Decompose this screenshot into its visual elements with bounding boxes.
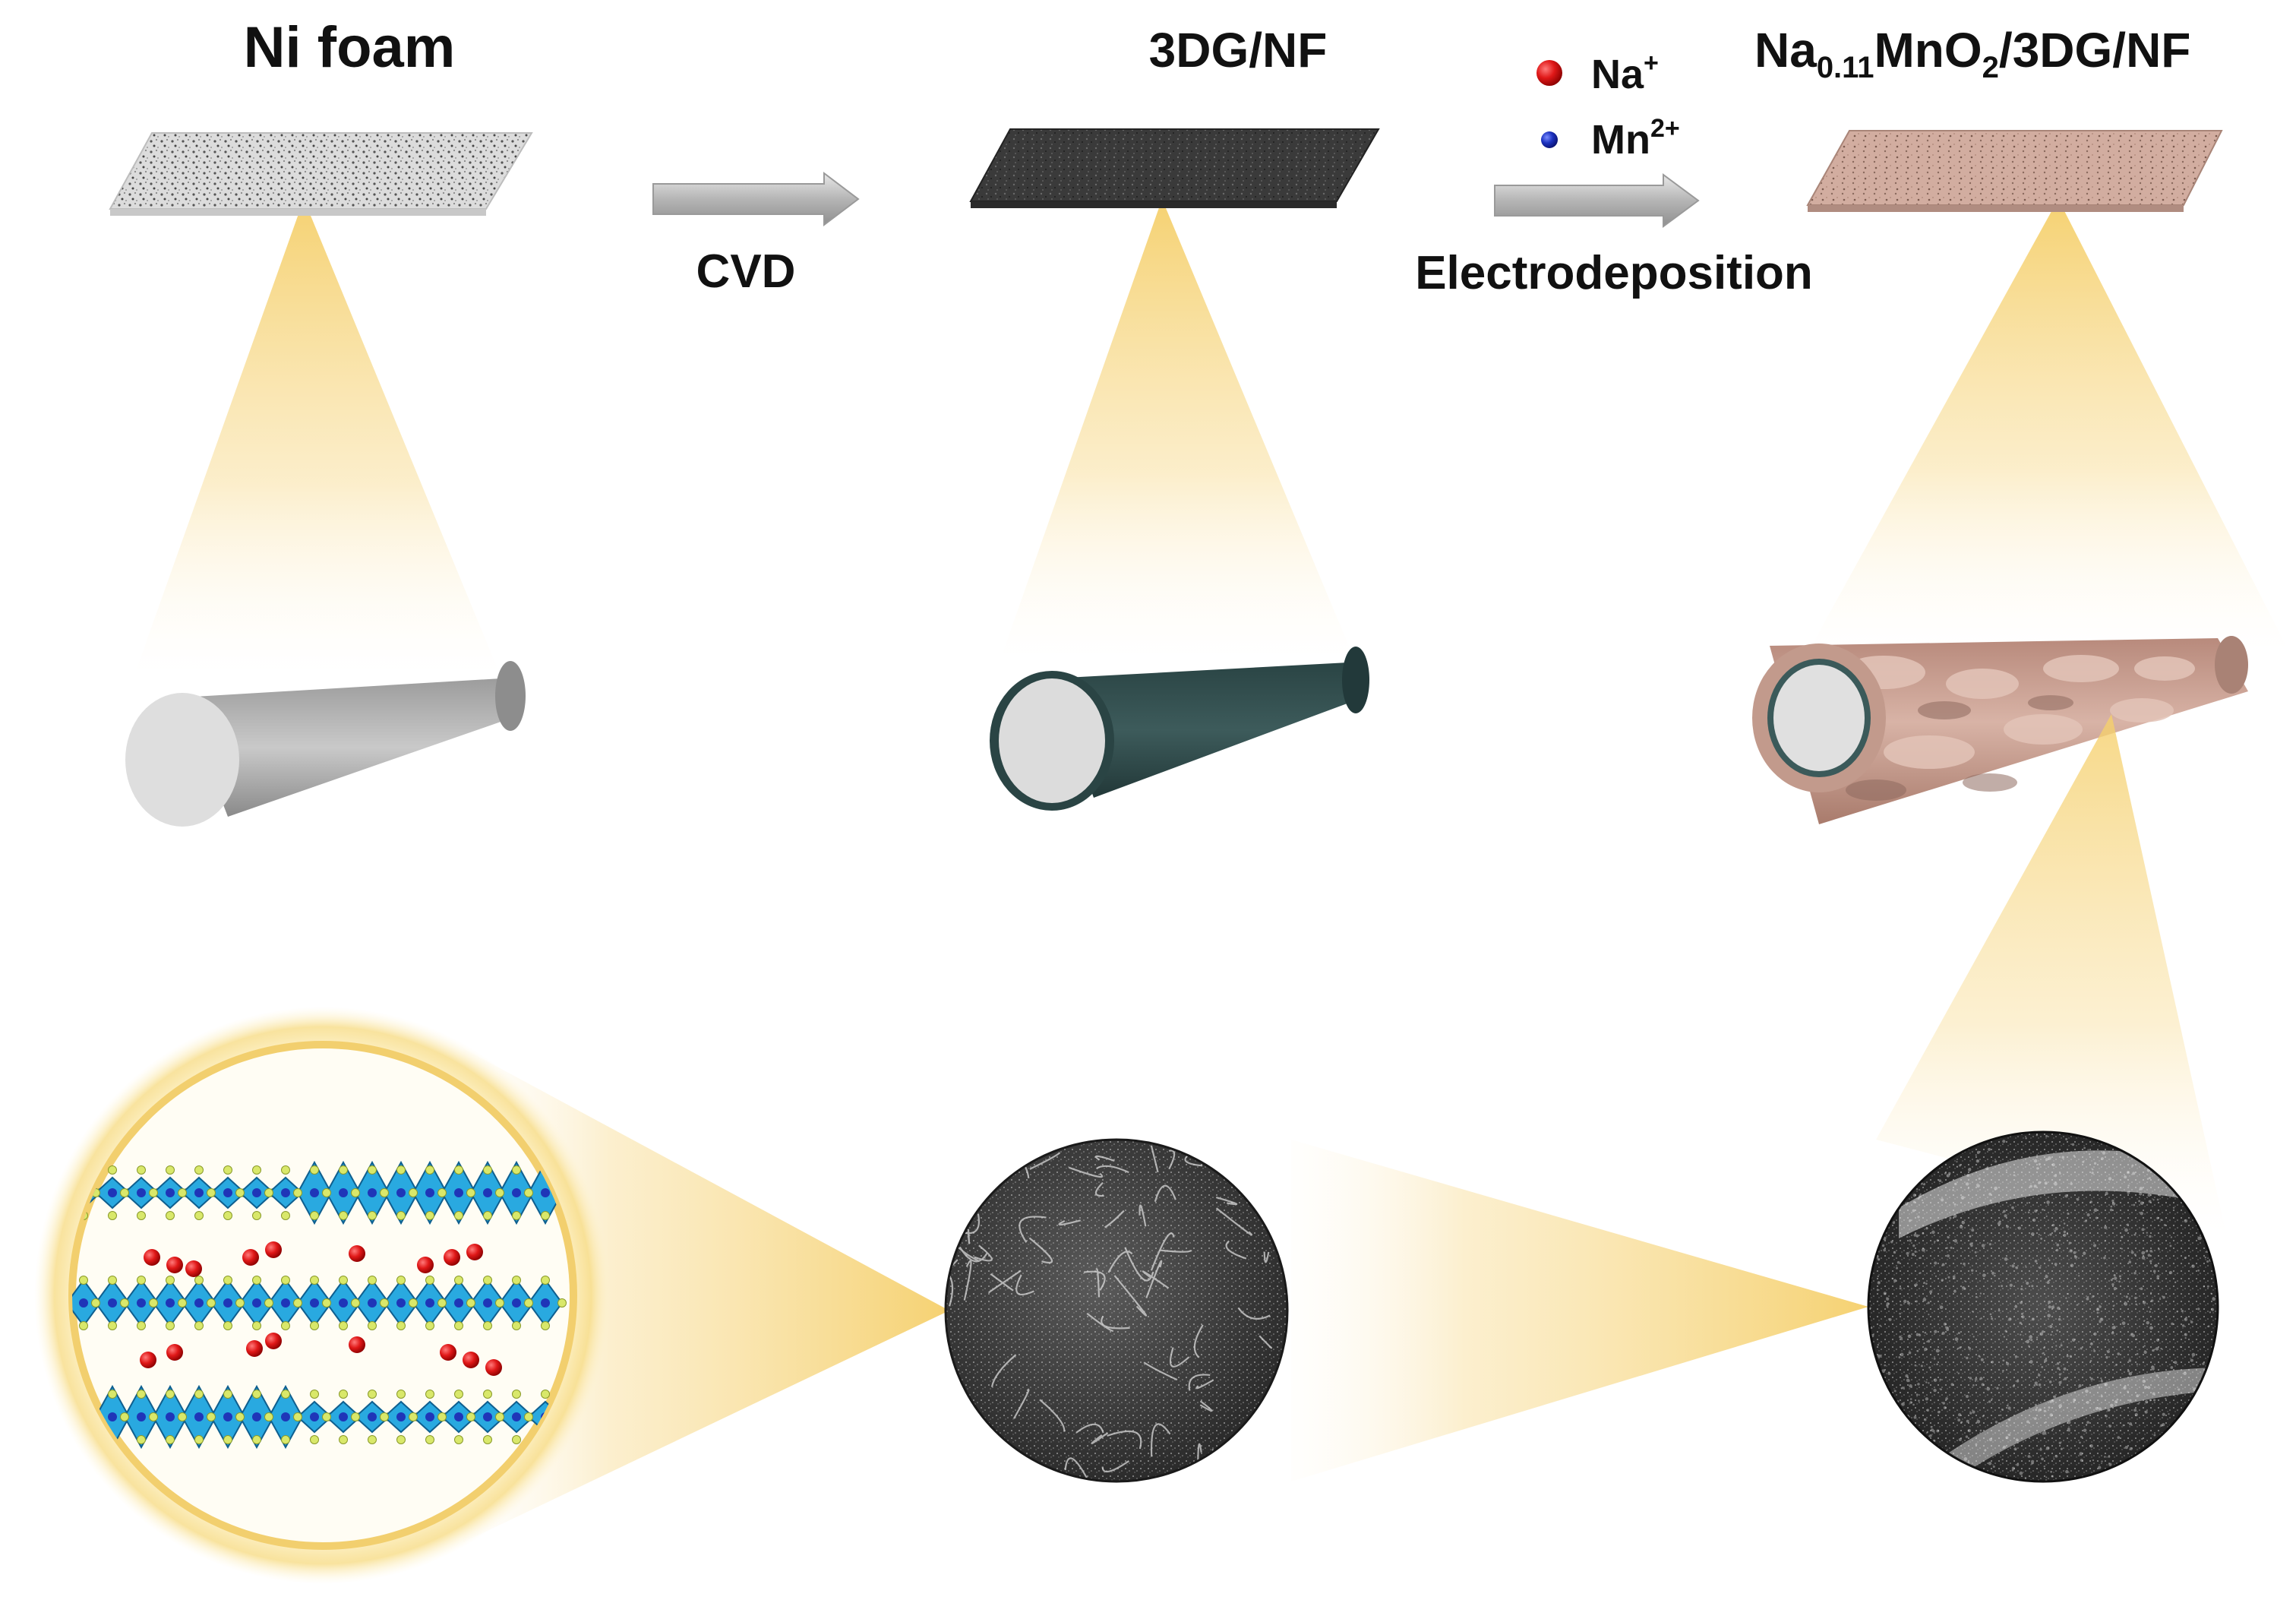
sem-image-graphene [944,1138,1289,1483]
sem-image-na-mno2 [1867,1130,2219,1483]
beam-na-mno2 [1811,199,2286,646]
stage-title-3dg-nf: 3DG/NF [1149,23,1328,77]
electrodeposition-arrow [1494,173,1700,228]
electrodeposition-label: Electrodeposition [1415,247,1813,299]
na-mno2-coated-rod [1752,636,2248,824]
na-mno2-plate [1806,130,2223,212]
mn-ion-icon [1541,131,1558,148]
stage-title-ni-foam: Ni foam [244,15,456,80]
beam-sem1-to-crystal [463,1048,949,1542]
beam-3dg [1003,199,1352,653]
graphene-ni-foam-plate [969,128,1380,208]
legend-na-label: Na+ [1591,49,1659,97]
graphene-coated-rod [990,647,1369,811]
beam-rod-to-sem [1876,714,2225,1231]
legend-mn-label: Mn2+ [1591,114,1680,163]
crystal-structure-inset [34,1007,611,1584]
ni-foam-rod [125,661,526,827]
stage-title-na-mno2: Na0.11MnO2/3DG/NF [1754,23,2190,84]
beam-ni-foam [137,199,497,669]
cvd-label: CVD [696,245,796,298]
na-ion-icon [1536,60,1562,86]
legend: Na+ Mn2+ [1536,49,1680,163]
cvd-arrow [652,171,860,227]
ni-foam-plate [109,132,533,216]
layered-octahedra [72,1160,567,1450]
beam-sem2-to-sem1 [1291,1140,1868,1481]
